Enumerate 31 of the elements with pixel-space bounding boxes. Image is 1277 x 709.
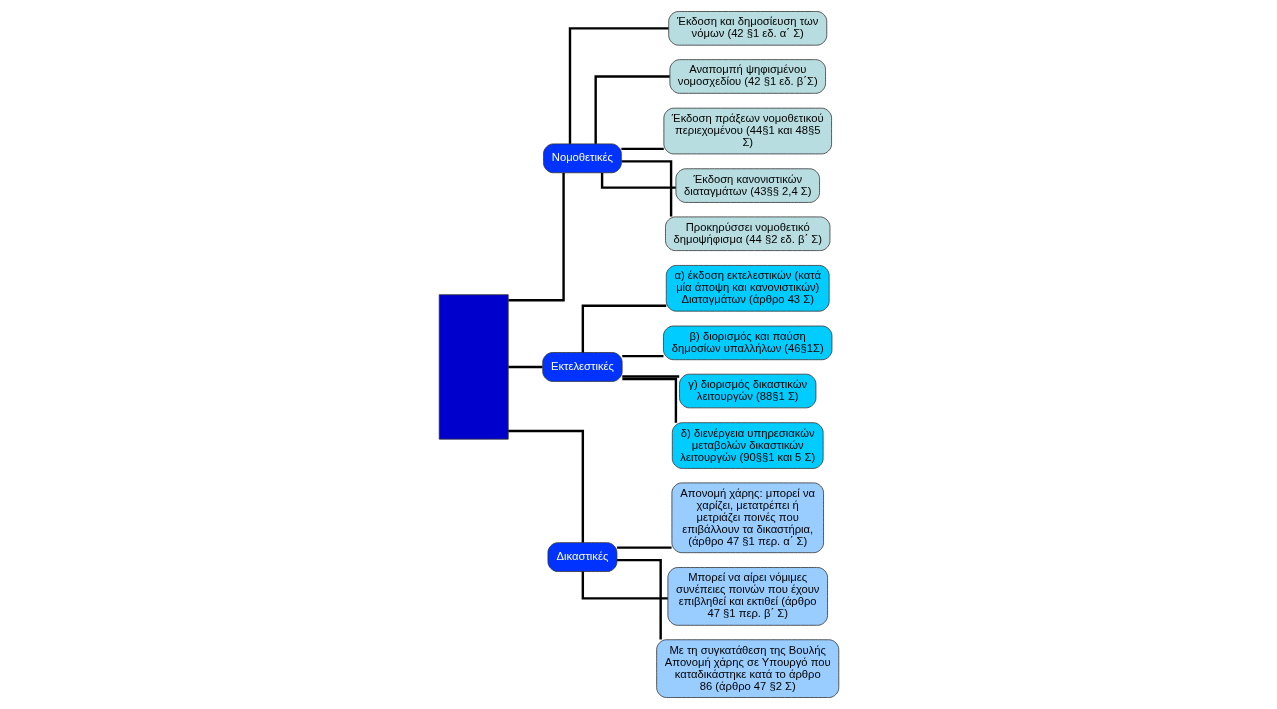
node-box: δ) διενέργεια υπηρεσιακών μεταβολών δικαστικών λειτουργών (90§§1 και 5 Σ) (671, 422, 824, 469)
node-box: β) διορισμός και παύση δημοσίων υπαλλήλων (46§1Σ) (662, 325, 832, 361)
node-box: Μπορεί να αίρει νόμιμες συνέπειες ποινών που έχουν επιβληθεί και εκτιθεί (άρθρο 47 §1 περ. β΄ Σ) (667, 567, 828, 626)
connector (593, 75, 670, 144)
node-box: Με τη συγκατάθεση της Βουλής Απονομή χάρης σε Υπουργό που καταδικάστηκε κατά το άρθρο 86 (άρθρο 47 §2 Σ) (655, 639, 839, 698)
connector (507, 429, 584, 543)
connector (621, 375, 679, 378)
node-box: Έκδοση πράξεων νομοθετικού περιεχομένου (44§1 και 48§5 Σ) (662, 107, 832, 155)
connector (621, 377, 677, 423)
connector (507, 172, 565, 302)
node-box: Αναπομπή ψηφισμένου νομοσχεδίου (42 §1 εδ. β΄Σ) (669, 59, 826, 94)
connector (507, 365, 542, 369)
node-box: Απονομή χάρης: μπορεί να χαρίζει, μετατρέπει ή μετριάζει ποινές που επιβάλλουν τα δικαστήρια, (άρθρο 47 §1 περ. α΄ Σ) (671, 482, 824, 554)
connector (616, 558, 662, 640)
node-box: α) έκδοση εκτελεστικών (κατά μία άποψη και κανονιστικών) Διαταγμάτων (άρθρο 43 Σ) (665, 265, 830, 312)
connector (568, 27, 668, 144)
node-box: Προκηρύσσει νομοθετικό δημοψήφισμα (44 §2 εδ. β΄ Σ) (664, 216, 830, 251)
node-box: γ) διορισμός δικαστικών λειτουργών (88§1 Σ) (678, 373, 816, 409)
connector (620, 147, 664, 151)
connector (581, 304, 666, 353)
node-box: Νομοθετικές (542, 143, 622, 174)
node-box (438, 294, 509, 440)
node-box: Δικαστικές (547, 542, 617, 572)
node-box: Έκδοση και δημοσίευση των νόμων (42 §1 εδ. α΄ Σ) (667, 11, 827, 46)
node-box: Εκτελεστικές (541, 352, 623, 382)
node-box: Έκδοση κανονιστικών διαταγμάτων (43§§ 2,4 Σ) (675, 168, 820, 203)
connector (600, 172, 676, 189)
connector (616, 546, 672, 549)
connector (581, 571, 668, 600)
connector (621, 160, 672, 217)
connector (621, 354, 663, 358)
